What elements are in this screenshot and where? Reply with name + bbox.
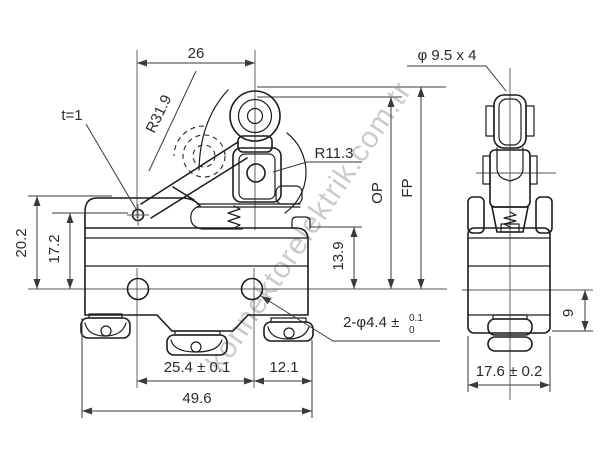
side-roller-flange-right [525,105,535,137]
lever-sweep-arc [198,89,229,171]
side-ear-left [467,196,485,234]
side-body-lines [467,237,551,316]
holes-leader [260,295,440,342]
roller-hub [246,107,264,125]
t1-leader [85,123,137,210]
side-fork-inner [496,147,524,182]
side-terminal-stack [487,314,533,352]
side-spring [503,211,517,228]
dim-202-label: 20.2 [13,228,30,257]
side-lever-base [491,206,529,233]
side-fork-tab-right [529,155,538,185]
dim-172-label: 17.2 [46,234,63,263]
holes-label: 2-φ4.4 ± [343,314,399,331]
dimensions: 26 t=1 R31.9 R11.3 φ 9.5 x 4 OP FP 13.9 … [13,45,593,418]
terminal-middle [166,330,228,356]
r113-leader [272,161,362,173]
mounting-hole-right [240,277,264,301]
front-view [28,50,447,388]
fork-block [232,147,282,203]
pivot-cross [127,204,149,226]
side-ear-right [535,196,553,234]
t1-label: t=1 [61,107,82,124]
plunger-tab [291,216,311,229]
r319-leader [148,70,197,172]
r113-label: R11.3 [315,145,354,162]
side-body [467,227,551,334]
dim-9-label: 9 [560,309,577,317]
roller-size-label: φ 9.5 x 4 [418,47,477,64]
link-plate [237,135,273,153]
lever-arm [140,141,248,219]
dim-254-label: 25.4 ± 0.1 [164,359,231,376]
holes-tol-lower: 0 [409,325,415,336]
roller-size-leader [407,65,507,92]
spring-front [227,205,241,229]
fp-label: FP [399,178,416,197]
r319-label: R31.9 [143,92,176,135]
side-roller-inner [498,98,522,146]
dim-176-label: 17.6 ± 0.2 [476,363,543,380]
alternate-position [173,125,226,178]
fork-inner [238,153,276,200]
fork-pivot [246,163,266,183]
roller-outer [229,90,281,142]
roller-arm-arc [284,132,307,214]
dim-139-label: 13.9 [330,241,347,270]
terminal-left [80,313,131,339]
side-view [462,68,593,400]
fork-foot [275,185,303,205]
dim-26-label: 26 [188,45,205,62]
watermark-text: konnektorelektrik.com.tr [200,76,419,378]
dim-496-label: 49.6 [182,390,211,407]
plunger-cup [190,205,243,230]
terminal-right [263,317,314,342]
side-fork-tab-left [482,155,491,185]
dim-121-label: 12.1 [269,359,298,376]
mounting-hole-left [126,277,150,301]
side-roller-flange-left [485,105,495,137]
roller-mid [237,98,273,134]
hinge-plate [84,197,201,229]
holes-tol-upper: 0.1 [409,313,423,324]
op-label: OP [369,182,386,204]
